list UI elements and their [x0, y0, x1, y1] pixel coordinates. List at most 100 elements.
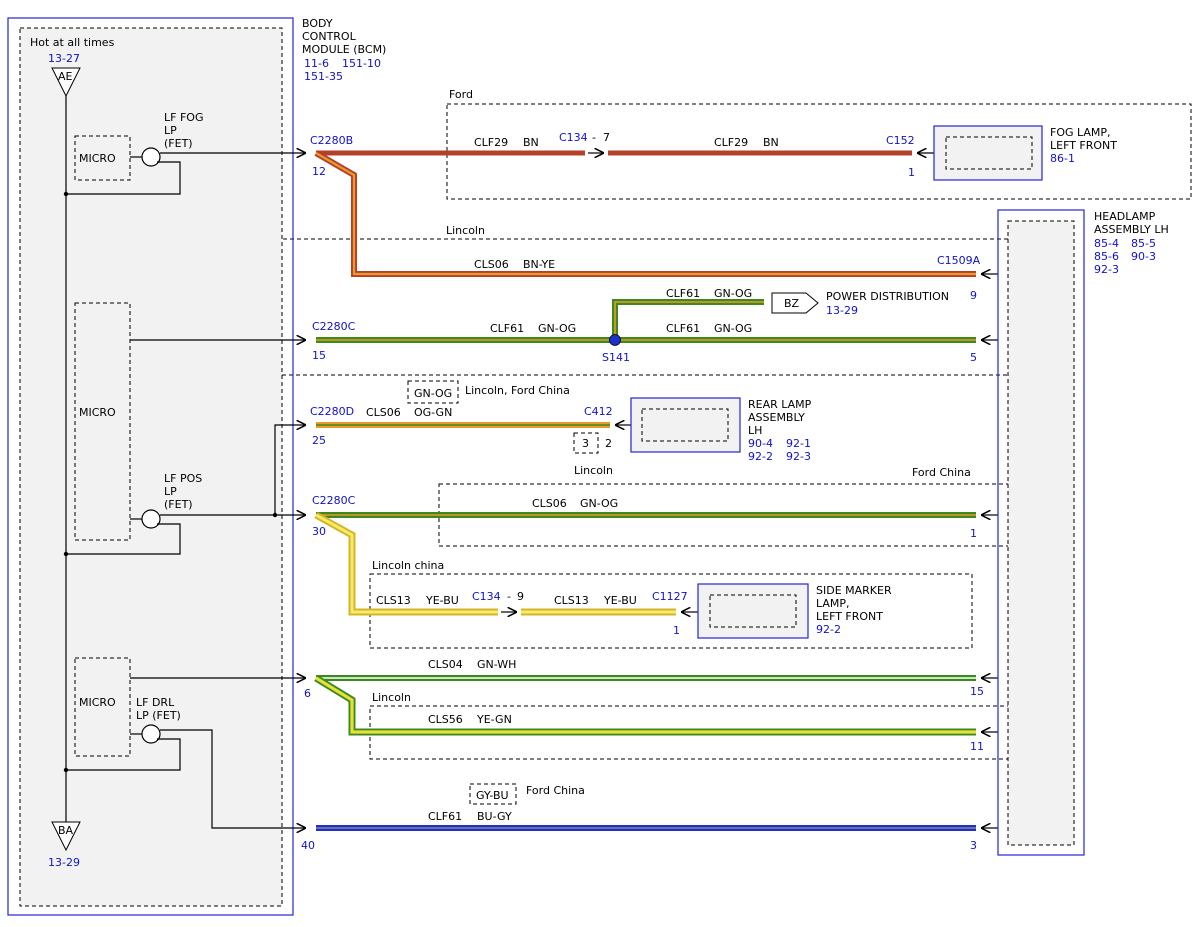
bottom-color: BU-GY	[477, 810, 512, 823]
headlamp-pin15: 15	[970, 685, 984, 698]
fog-supply	[66, 161, 181, 195]
fog-fet-symbol	[141, 147, 161, 167]
fog1-color: BN	[523, 136, 539, 149]
bcm-title-2: CONTROL	[302, 30, 357, 43]
wire-cls56-inner	[315, 676, 976, 734]
pos-supply	[66, 523, 181, 555]
bcm-pin40: 40	[301, 839, 315, 852]
c2280c-b-pin: 30	[312, 525, 326, 538]
side2-color: YE-BU	[603, 594, 637, 607]
power-dist-ref: 13-29	[826, 304, 858, 317]
drl-output	[160, 729, 305, 828]
c2280d-label: C2280D	[310, 405, 354, 418]
pd-circuit: CLF61	[666, 287, 700, 300]
lincoln-ford-china-label: Lincoln, Ford China	[465, 384, 570, 397]
pos-fet-1: LF POS	[164, 472, 202, 485]
c2280c-a-pin: 15	[312, 349, 326, 362]
c1127-pin: 1	[673, 624, 680, 637]
bcm-pin6: 6	[304, 687, 311, 700]
pos-b-color: GN-OG	[714, 322, 752, 335]
side2-circuit: CLS13	[554, 594, 589, 607]
bcm-ref-2: 151-10	[342, 57, 381, 70]
ford-region	[446, 103, 1192, 200]
headlamp-ref-4: 90-3	[1131, 250, 1156, 263]
c1509a-pin: 9	[970, 289, 977, 302]
ae-label: AE	[58, 70, 73, 83]
headlamp-ref-3: 85-6	[1094, 250, 1119, 263]
c134-a-label: C134	[559, 131, 588, 144]
ae-ref: 13-27	[48, 52, 80, 65]
c412-pin: 2	[605, 437, 612, 450]
wire-cls06-bnye-inner	[315, 152, 976, 276]
rear-lamp-title-3: LH	[748, 424, 762, 437]
headlamp-inner	[1007, 220, 1075, 846]
bcm-title-1: BODY	[302, 17, 333, 30]
bcm-inner	[19, 27, 283, 907]
pos-b-circuit: CLF61	[666, 322, 700, 335]
fog-lamp-ref: 86-1	[1050, 152, 1075, 165]
side-marker-title-2: LAMP,	[816, 597, 850, 610]
headlamp-pin5: 5	[970, 351, 977, 364]
pos-a-circuit: CLF61	[490, 322, 524, 335]
rear-lamp-ref-1: 90-4	[748, 437, 773, 450]
pos-fet-symbol	[141, 509, 161, 529]
headlamp-pin11: 11	[970, 740, 984, 753]
lincoln-label: Lincoln	[446, 224, 485, 237]
s141-label: S141	[602, 351, 630, 364]
drl-color: GN-WH	[477, 658, 516, 671]
pos-branch-rear	[274, 425, 305, 515]
ba-ref: 13-29	[48, 856, 80, 869]
drl-supply	[66, 738, 181, 771]
micro-fog-label: MICRO	[79, 152, 116, 165]
side1-circuit: CLS13	[376, 594, 411, 607]
side1-color: YE-BU	[425, 594, 459, 607]
power-dist-label: POWER DISTRIBUTION	[826, 290, 949, 303]
fog2-circuit: CLF29	[714, 136, 748, 149]
micro-drl-label: MICRO	[79, 696, 116, 709]
wire-cls56-outer	[314, 675, 976, 736]
rear-circuit: CLS06	[366, 406, 401, 419]
fog1-circuit: CLF29	[474, 136, 508, 149]
alt-pin: 3	[582, 437, 589, 450]
fcpos-color: GN-OG	[580, 497, 618, 510]
bcm-frame	[7, 17, 294, 916]
bottom-circuit: CLF61	[428, 810, 462, 823]
bnye-circuit: CLS06	[474, 258, 509, 271]
rear-lamp-title-1: REAR LAMP	[748, 398, 812, 411]
c2280b-label: C2280B	[310, 134, 353, 147]
splice-s141	[609, 334, 621, 346]
lincoln-china-label: Lincoln china	[372, 559, 444, 572]
fog-lamp-inner	[945, 136, 1033, 170]
lincoln-region	[261, 238, 1047, 376]
wire-cls06-bnye-outer	[314, 150, 976, 277]
headlamp-ref-5: 92-3	[1094, 263, 1119, 276]
fog-fet-1: LF FOG	[164, 111, 203, 124]
drl-circuit: CLS04	[428, 658, 463, 671]
headlamp-title-1: HEADLAMP	[1094, 210, 1156, 223]
pos-fet-3: (FET)	[164, 498, 193, 511]
ford-china-label: Ford China	[912, 466, 971, 479]
pos-fet-2: LP	[164, 485, 177, 498]
side-marker-inner	[709, 594, 797, 628]
headlamp-pin1: 1	[970, 527, 977, 540]
bz-tag	[771, 292, 819, 314]
rear-color: OG-GN	[414, 406, 452, 419]
drl-fet-symbol	[141, 724, 161, 744]
drl-fet-2: LP (FET)	[136, 709, 181, 722]
bcm-ref-1: 11-6	[304, 57, 329, 70]
headlamp-frame	[997, 209, 1085, 856]
bnye-color: BN-YE	[523, 258, 555, 271]
micro-pos-label: MICRO	[79, 406, 116, 419]
drl-alt-color-box	[469, 783, 517, 805]
alt-pin-box	[573, 432, 599, 454]
pd-color: GN-OG	[714, 287, 752, 300]
c134-a-dash: -	[592, 131, 596, 144]
c2280c-a-label: C2280C	[312, 320, 356, 333]
headlamp-ref-1: 85-4	[1094, 237, 1119, 250]
rear-lamp-ref-2: 92-1	[786, 437, 811, 450]
hot-at-all-times: Hot at all times	[30, 36, 115, 49]
c152-label: C152	[886, 134, 915, 147]
drl-lincoln-circuit: CLS56	[428, 713, 463, 726]
c152-pin: 1	[908, 166, 915, 179]
